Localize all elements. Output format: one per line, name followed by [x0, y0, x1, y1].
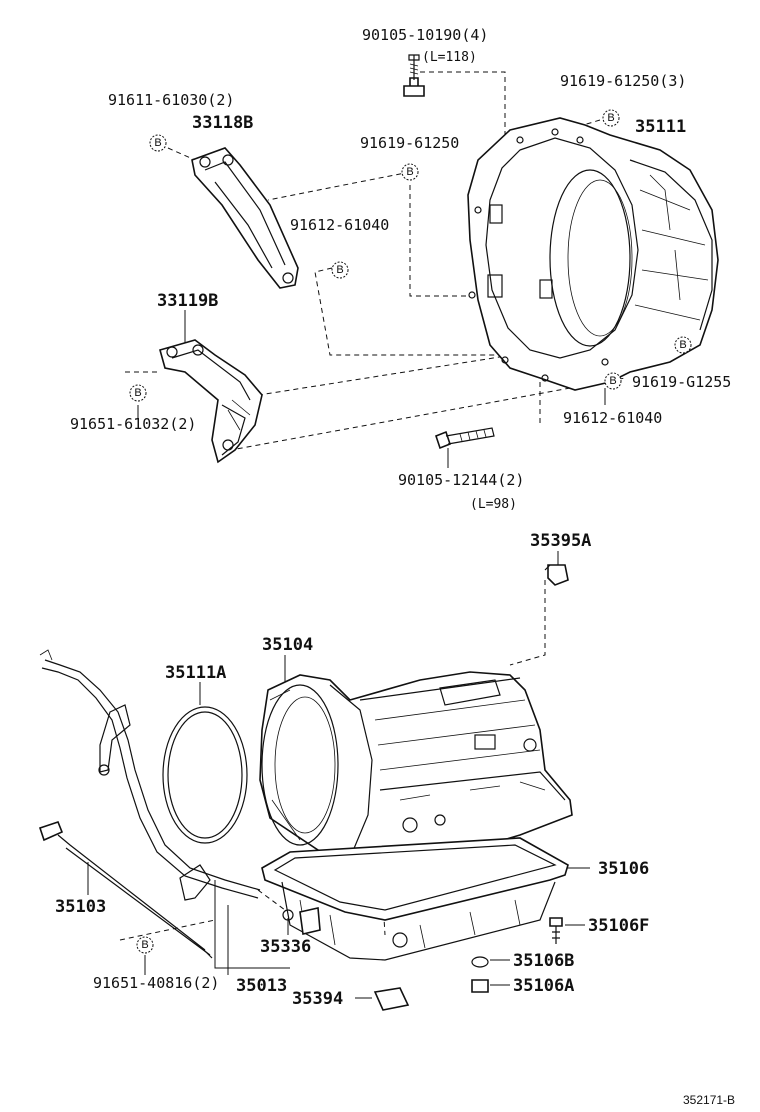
badge-91612-top: B [331, 261, 349, 279]
label-35394: 35394 [292, 989, 343, 1009]
svg-text:B: B [406, 166, 413, 178]
dipstick-tube-35013 [39, 649, 261, 901]
label-35395A: 35395A [530, 531, 591, 551]
label-35336: 35336 [260, 937, 311, 957]
badges: B B B B B B B B [129, 109, 692, 954]
label-33119B: 33119B [157, 291, 218, 311]
sensor-35395A [544, 564, 569, 586]
badge-91619-61250-3: B [602, 109, 620, 127]
label-35106F: 35106F [588, 916, 649, 936]
label-91651-40816: 91651-40816(2) [93, 974, 219, 992]
badge-91612-bot: B [604, 372, 622, 390]
label-l98: (L=98) [470, 497, 517, 512]
transmission-35104 [259, 671, 573, 863]
label-33118B: 33118B [192, 113, 253, 133]
label-90105-10190: 90105-10190(4) [362, 26, 488, 44]
label-35103: 35103 [55, 897, 106, 917]
bolt-90105-10190 [403, 54, 425, 97]
svg-text:B: B [607, 112, 614, 124]
badge-91651-40816: B [136, 936, 154, 954]
label-91651-61032: 91651-61032(2) [70, 415, 196, 433]
label-35013: 35013 [236, 976, 287, 996]
label-35106: 35106 [598, 859, 649, 879]
svg-text:B: B [336, 264, 343, 276]
label-35111A: 35111A [165, 663, 226, 683]
badge-91611: B [149, 134, 167, 152]
label-91619-G1255: 91619-G1255 [632, 373, 731, 391]
svg-text:B: B [134, 387, 141, 399]
bracket-33118B [191, 147, 299, 289]
bracket-33119B [159, 339, 263, 464]
label-35106A: 35106A [513, 976, 574, 996]
badge-91651-61032: B [129, 384, 147, 402]
svg-text:B: B [609, 375, 616, 387]
figure-reference: 352171-B [683, 1093, 735, 1107]
small-parts [282, 907, 563, 1011]
label-91611-61030: 91611-61030(2) [108, 91, 234, 109]
bolt-90105-12144 [435, 427, 495, 450]
label-91619-61250: 91619-61250 [360, 134, 459, 152]
label-91612-61040-bot: 91612-61040 [563, 409, 662, 427]
label-35106B: 35106B [513, 951, 574, 971]
bell-housing-35111 [467, 117, 719, 391]
dipstick-35103 [38, 821, 213, 959]
labels: 90105-10190(4) (L=118) 91619-61250(3) 35… [55, 26, 735, 1107]
label-91612-61040-top: 91612-61040 [290, 216, 389, 234]
svg-text:B: B [679, 339, 686, 351]
label-91619-61250-3: 91619-61250(3) [560, 72, 686, 90]
badge-91619-61250: B [401, 163, 419, 181]
svg-text:B: B [154, 137, 161, 149]
label-l118: (L=118) [422, 50, 477, 65]
badge-91619-G1255: B [674, 336, 692, 354]
svg-text:B: B [141, 939, 148, 951]
o-ring-35111A [162, 706, 248, 844]
label-35104: 35104 [262, 635, 313, 655]
label-90105-12144: 90105-12144(2) [398, 471, 524, 489]
label-35111: 35111 [635, 117, 686, 137]
